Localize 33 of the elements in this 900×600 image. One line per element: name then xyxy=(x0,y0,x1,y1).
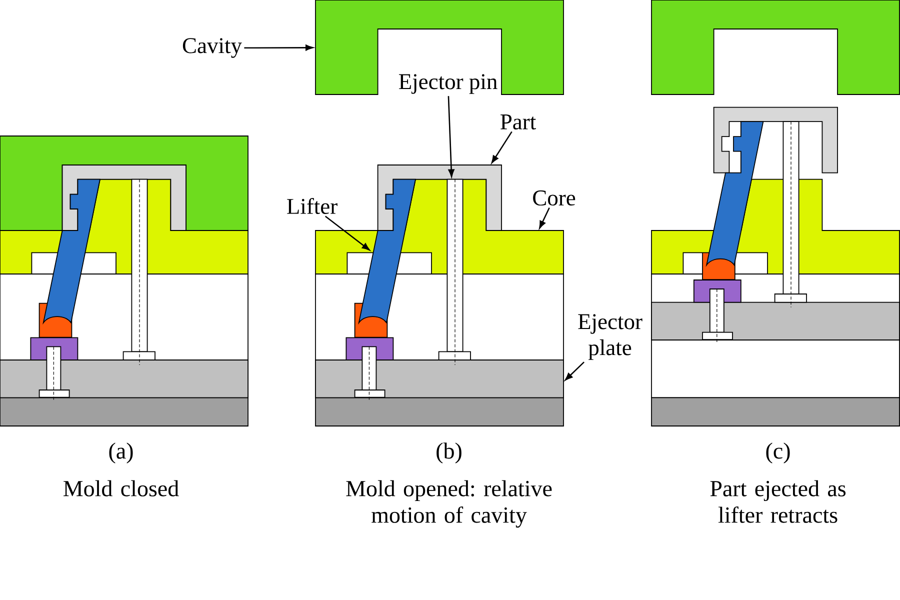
panel-label: (c) xyxy=(766,442,790,464)
molded-part xyxy=(62,164,186,231)
molded-part xyxy=(713,106,838,174)
cavity-block xyxy=(651,0,900,95)
lifter-bar xyxy=(42,178,100,324)
part-label: Ejector pin xyxy=(398,74,498,94)
leader-arrow xyxy=(539,207,550,229)
caption: Part ejected as lifter retracts xyxy=(710,480,846,523)
ejector-pin xyxy=(438,178,471,366)
part-label: Lifter xyxy=(287,198,338,214)
ejector-plate xyxy=(315,360,564,398)
ejector-plate xyxy=(651,302,900,340)
part-label: Core xyxy=(533,190,576,206)
part-label: Ejector plate xyxy=(578,314,642,360)
lifter-bar xyxy=(358,178,416,324)
molded-part xyxy=(377,164,502,231)
leader-arrow xyxy=(564,362,584,381)
leader-arrow xyxy=(448,96,454,178)
caption: Mold closed xyxy=(64,480,179,496)
panel-label: (b) xyxy=(436,442,462,464)
ejector-pin xyxy=(774,121,807,308)
caption: Mold opened: relative motion of cavity xyxy=(346,480,552,528)
cavity-block xyxy=(315,0,564,95)
leader-arrow xyxy=(324,216,370,250)
part-label: Cavity xyxy=(182,38,242,58)
ejector-pin xyxy=(122,178,156,366)
lifter-bar xyxy=(706,121,764,266)
leader-arrow xyxy=(491,131,512,164)
ejector-plate xyxy=(0,360,248,398)
leader-arrow xyxy=(244,44,314,51)
cavity-block xyxy=(0,136,248,231)
panel-label: (a) xyxy=(109,442,133,464)
part-label: Part xyxy=(500,114,536,130)
